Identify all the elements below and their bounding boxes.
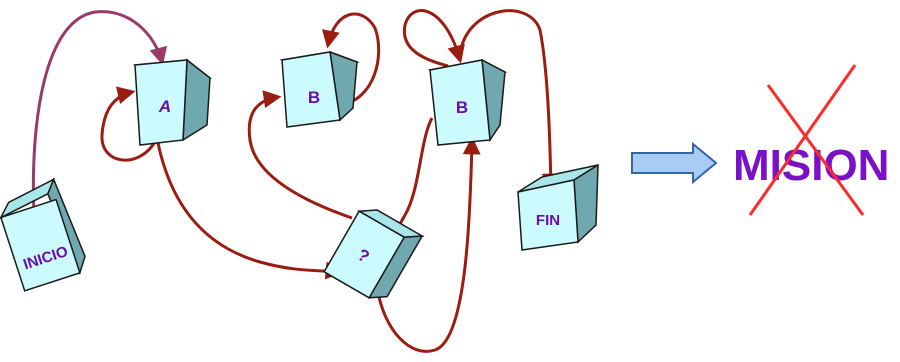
arrow-inicio-to-a xyxy=(31,10,168,216)
node-fin: FIN xyxy=(517,163,599,251)
node-a-label: A xyxy=(158,97,171,116)
arrow-a-self-loop xyxy=(100,86,158,162)
arrow-q-to-b2 xyxy=(376,136,481,353)
arrow-b1-self-loop xyxy=(322,12,381,107)
arrow-b2-to-fin xyxy=(460,9,560,192)
cross-out-icon xyxy=(748,64,865,216)
node-q: ? xyxy=(323,209,425,299)
arrow-q-to-b1 xyxy=(247,90,353,220)
node-inicio: INICIO xyxy=(0,177,86,292)
result-arrow-icon xyxy=(631,141,718,185)
node-fin-label: FIN xyxy=(536,212,560,229)
result-label: MISION xyxy=(733,141,889,190)
arrow-a-to-q xyxy=(156,142,344,280)
node-b2-label: B xyxy=(456,98,468,117)
node-a: A xyxy=(133,58,212,146)
arrow-b2-self-loop xyxy=(402,9,465,68)
transition-arrows xyxy=(31,9,560,353)
node-b1: B xyxy=(279,50,360,128)
node-b2: B xyxy=(427,58,508,146)
arrow-b2-to-q xyxy=(384,117,434,238)
node-b1-label: B xyxy=(308,88,320,107)
